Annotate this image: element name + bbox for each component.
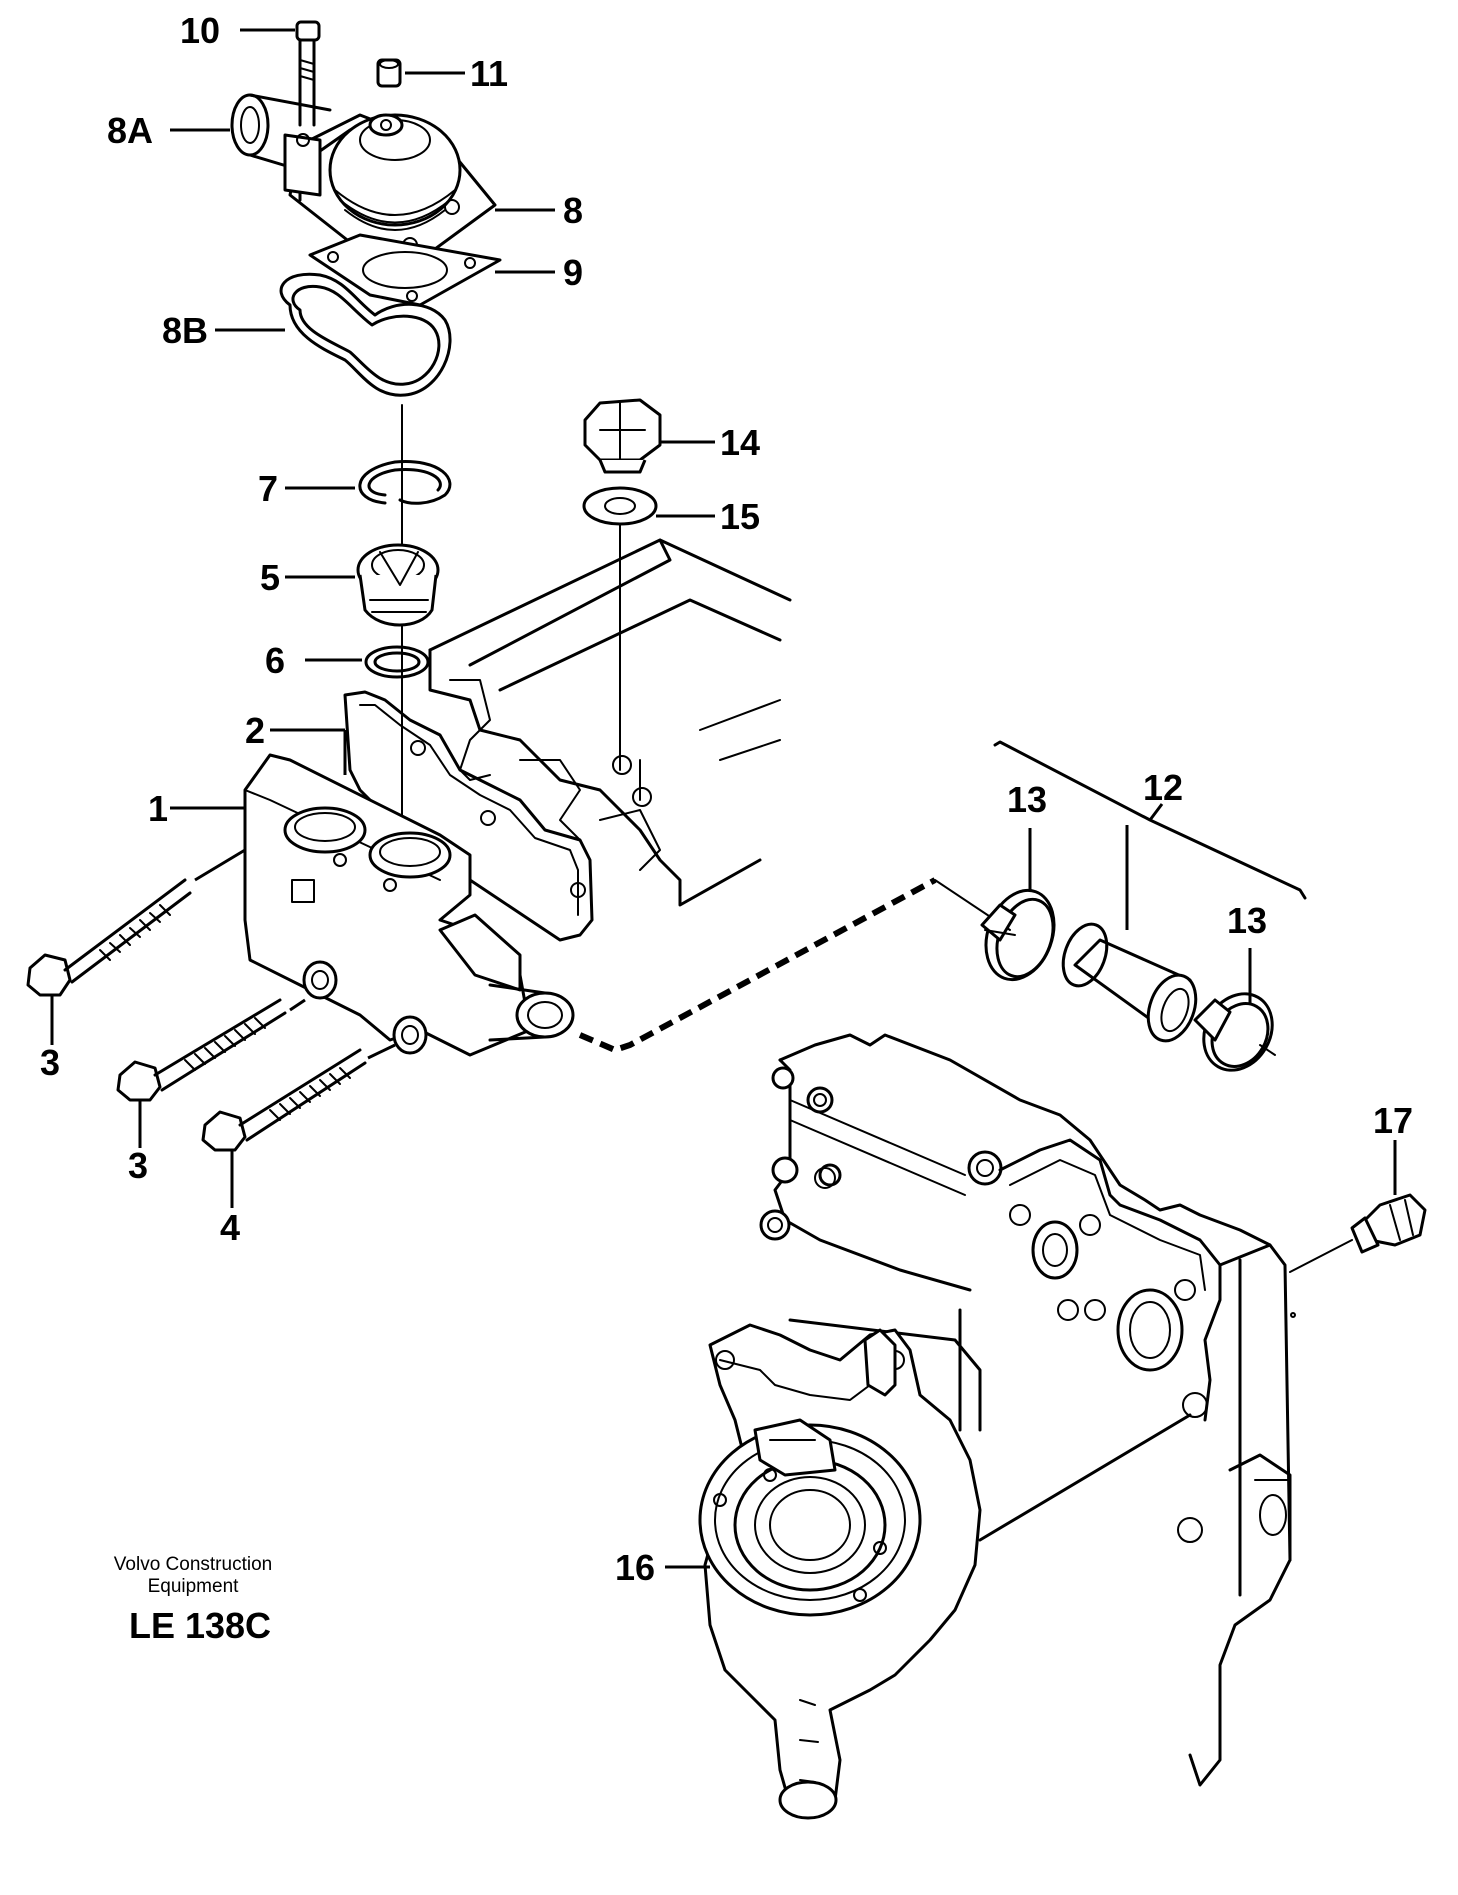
timing-cover-plate (759, 1033, 1296, 1787)
callout-1: 1 (148, 788, 168, 829)
callout-14: 14 (720, 422, 760, 463)
callout-7: 7 (258, 468, 278, 509)
callout-labels: 10 11 8A 8 9 8B 14 7 15 5 6 2 1 13 12 13… (40, 10, 1413, 1588)
part-14-plug (583, 398, 715, 474)
part-7-circlip (285, 460, 452, 505)
part-12-kit-bracket (993, 740, 1307, 930)
callout-8: 8 (563, 190, 583, 231)
callout-8a: 8A (107, 110, 153, 151)
engine-block-section (428, 538, 792, 907)
part-15-washer (582, 486, 715, 761)
callout-3-upper: 3 (40, 1042, 60, 1083)
part-1-thermostat-housing (170, 753, 575, 1057)
part-9-gasket (308, 233, 555, 307)
callout-10: 10 (180, 10, 220, 51)
part-8a-outlet-pipe (170, 93, 332, 202)
part-13-clamp-right (1193, 948, 1276, 1072)
callout-15: 15 (720, 496, 760, 537)
callout-3-lower: 3 (128, 1145, 148, 1186)
callout-8b: 8B (162, 310, 208, 351)
part-10-bolt (240, 20, 321, 127)
part-12-hose (1061, 922, 1198, 1043)
callout-13-left: 13 (1007, 779, 1047, 820)
callout-13-right: 13 (1227, 900, 1267, 941)
part-16-water-pump (665, 1308, 1192, 1820)
callout-5: 5 (260, 557, 280, 598)
part-13-clamp-left (980, 828, 1056, 982)
callout-4: 4 (220, 1207, 240, 1248)
part-8-thermostat-cover (288, 113, 555, 262)
callout-9: 9 (563, 252, 583, 293)
part-4-bolt (201, 1043, 396, 1208)
part-6-o-ring (305, 645, 430, 679)
drawing-credit-block: Volvo Construction Equipment LE 138C (114, 1554, 272, 1646)
callout-16: 16 (615, 1547, 655, 1588)
callout-12: 12 (1143, 767, 1183, 808)
credit-line-2: Equipment (148, 1576, 240, 1597)
part-3-bolt-lower (116, 998, 306, 1148)
part-3-bolt-upper (26, 848, 246, 1045)
callout-11: 11 (470, 53, 508, 94)
routing-dashed-line (578, 877, 937, 1054)
drawing-code: LE 138C (129, 1605, 271, 1646)
part-11-plug (376, 58, 465, 88)
part-17-sensor (1289, 1140, 1427, 1273)
callout-17: 17 (1373, 1100, 1413, 1141)
part-8b-seal-ring (215, 272, 452, 397)
credit-line-1: Volvo Construction (114, 1554, 272, 1575)
part-5-thermostat (285, 543, 440, 627)
callout-2: 2 (245, 710, 265, 751)
callout-6: 6 (265, 640, 285, 681)
